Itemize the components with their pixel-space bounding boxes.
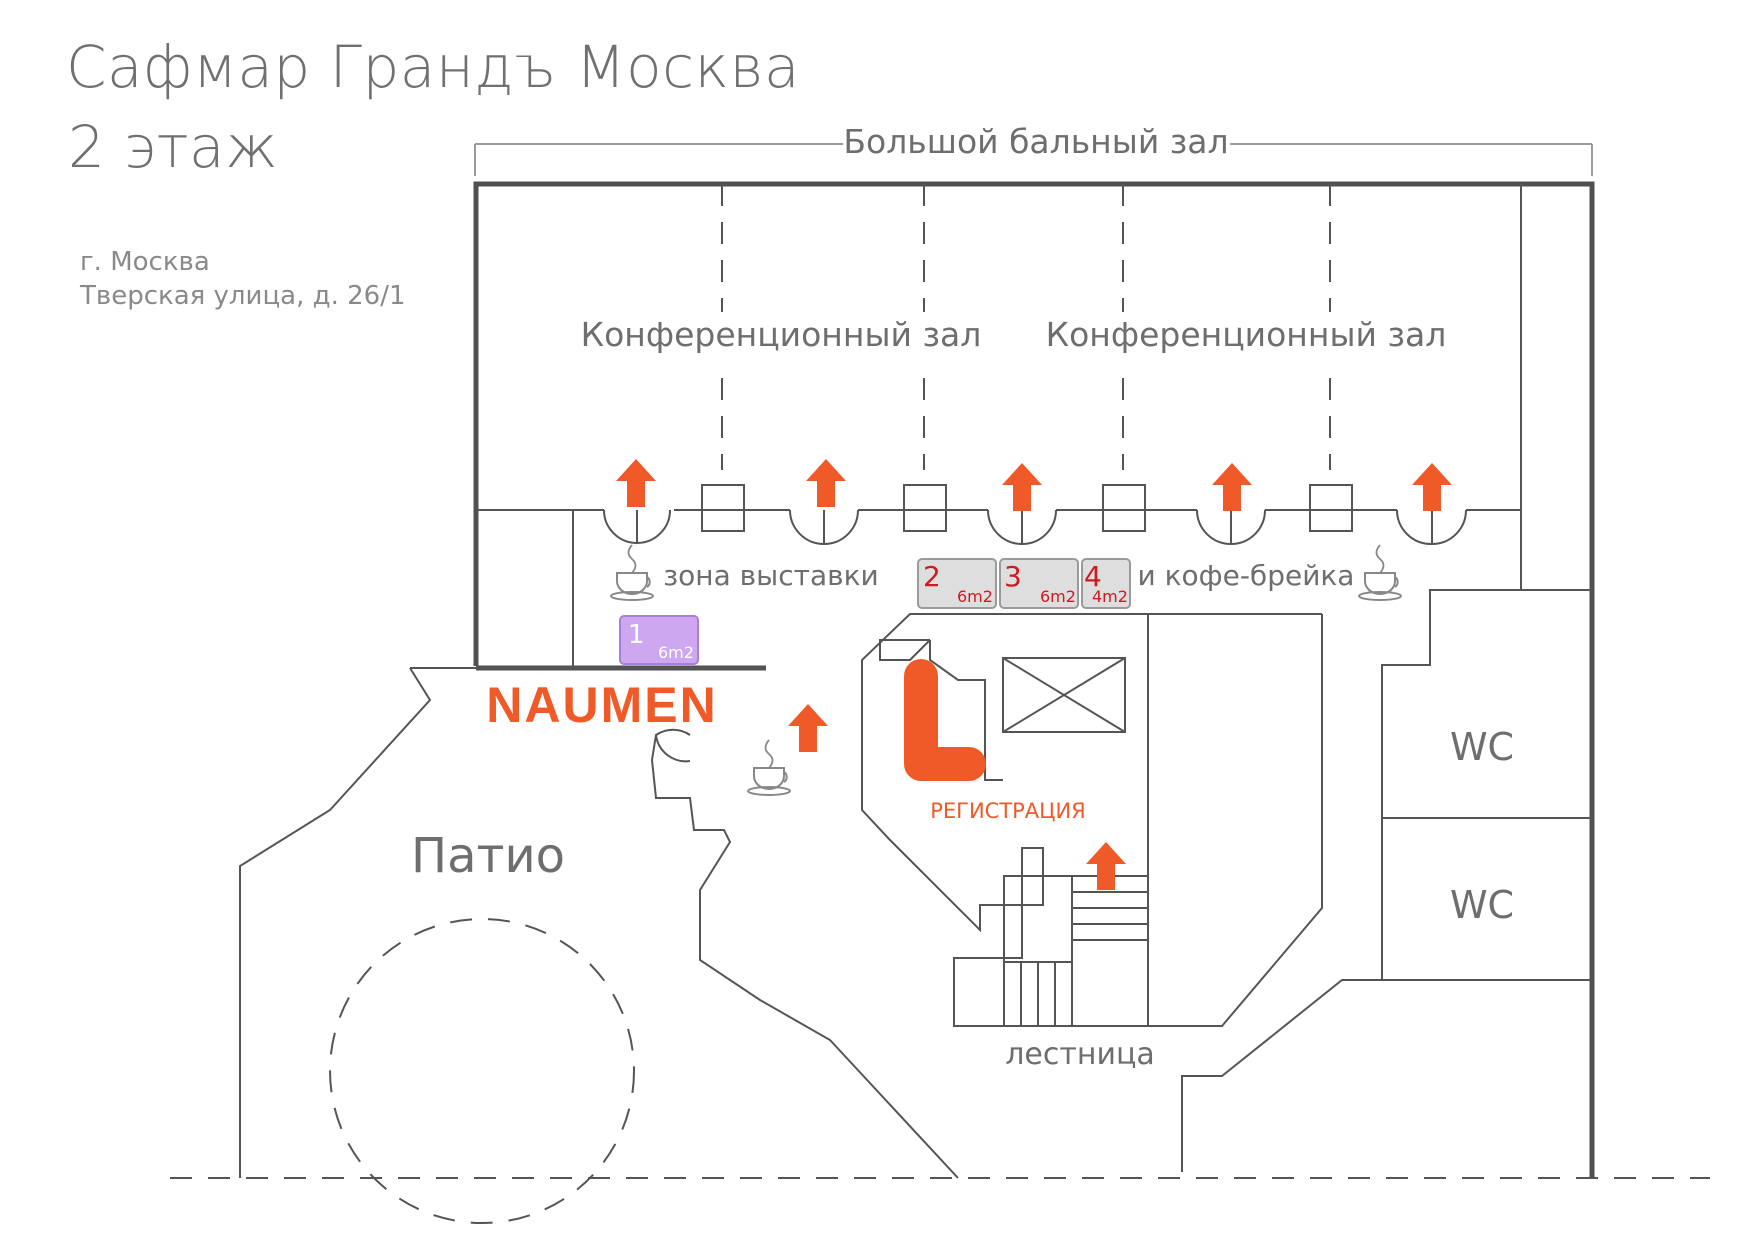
booth-1[interactable]: 1 6m2 xyxy=(619,615,699,665)
coffee-break-zone-label: и кофе-брейка xyxy=(1138,559,1355,592)
address-street: Тверская улица, д. 26/1 xyxy=(80,280,406,311)
wc-2-label: WC xyxy=(1450,883,1514,927)
exhibition-zone-label: зона выставки xyxy=(663,559,878,592)
registration-label: РЕГИСТРАЦИЯ xyxy=(930,799,1086,823)
ballroom-dimension-line xyxy=(474,143,1593,176)
booth-3[interactable]: 3 6m2 xyxy=(999,558,1079,609)
booth-size: 4m2 xyxy=(1092,587,1128,606)
booth-number: 2 xyxy=(923,560,941,593)
booth-size: 6m2 xyxy=(1040,587,1076,606)
venue-title: Сафмар Грандъ Москва xyxy=(66,33,800,101)
booth-number: 3 xyxy=(1004,560,1022,593)
conference-hall-2-label: Конференционный зал xyxy=(1046,315,1447,354)
booth-size: 6m2 xyxy=(658,643,694,662)
pillars xyxy=(701,484,1353,532)
booth-4[interactable]: 4 4m2 xyxy=(1081,558,1131,609)
arrow-up-icon xyxy=(1412,463,1452,511)
arrow-up-icon xyxy=(1212,463,1252,511)
arrow-up-icon xyxy=(806,459,846,507)
arrow-up-icon xyxy=(616,459,656,507)
ballroom-label: Большой бальный зал xyxy=(843,122,1228,161)
registration-desk-icon xyxy=(904,659,986,781)
booth-number: 4 xyxy=(1084,560,1102,593)
dashed-partitions xyxy=(170,184,1710,1224)
address-city: г. Москва xyxy=(80,247,210,277)
patio-label: Патио xyxy=(411,828,565,884)
arrow-up-icon xyxy=(1002,463,1042,511)
booth-2[interactable]: 2 6m2 xyxy=(917,558,997,609)
coffee-cup-icon xyxy=(747,739,791,796)
exit-arrows xyxy=(616,459,1452,890)
arrow-up-icon xyxy=(1086,842,1126,890)
arrow-up-icon xyxy=(788,704,828,752)
coffee-cup-icon xyxy=(610,544,654,601)
conference-hall-1-label: Конференционный зал xyxy=(581,315,982,354)
double-doors xyxy=(603,509,1467,763)
stairs-label: лестница xyxy=(1005,1037,1155,1072)
wc-1-label: WC xyxy=(1450,725,1514,769)
naumen-logo: NAUMEN xyxy=(486,677,717,733)
booth-number: 1 xyxy=(628,620,645,650)
floor-title: 2 этаж xyxy=(68,113,279,181)
address: г. Москва Тверская улица, д. 26/1 xyxy=(80,246,406,314)
booth-size: 6m2 xyxy=(957,587,993,606)
interior-lines xyxy=(239,184,1592,1179)
coffee-cup-icon xyxy=(1358,544,1402,601)
